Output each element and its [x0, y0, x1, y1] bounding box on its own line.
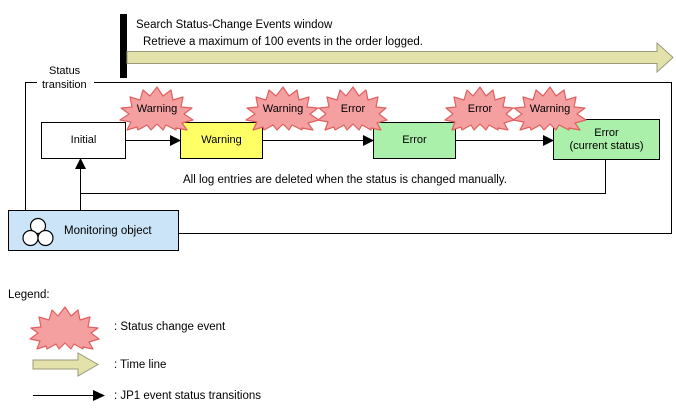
transition-line-1 — [126, 140, 172, 141]
event-label: Error — [468, 103, 493, 115]
legend-line-arrow-icon — [93, 390, 105, 401]
frame-left-edge — [25, 82, 26, 234]
transition-arrowhead-3 — [543, 135, 554, 146]
monitoring-object-vertical-connector — [80, 193, 81, 211]
frame-top-edge-left — [25, 82, 37, 83]
state-box-initial[interactable]: Initial — [41, 122, 126, 159]
transition-line-3 — [456, 140, 546, 141]
transition-line-2 — [263, 140, 365, 141]
event-label: Warning — [530, 103, 571, 115]
monitoring-object-connector — [179, 233, 672, 234]
event-label: Error — [341, 103, 366, 115]
legend-line-arrow-shaft — [33, 395, 96, 396]
frame-top-edge-right — [94, 82, 672, 83]
status-transition-label-line2: transition — [42, 79, 87, 91]
legend-label-jp1-transitions: : JP1 event status transitions — [114, 390, 262, 402]
legend-burst-icon — [29, 306, 100, 350]
frame-right-edge — [671, 82, 672, 234]
status-transition-label-line1: Status — [49, 65, 81, 77]
event-label: Warning — [137, 103, 178, 115]
timeline-arrow-icon — [126, 41, 674, 74]
legend-title: Legend: — [8, 289, 50, 301]
status-change-event-burst[interactable]: Warning — [118, 86, 196, 131]
feedback-line-down — [605, 160, 606, 193]
state-label: Error — [402, 134, 427, 146]
state-label: Initial — [70, 134, 97, 146]
timeline-subtitle: Retrieve a maximum of 100 events in the … — [143, 36, 423, 48]
timeline-start-bar — [120, 14, 127, 78]
feedback-line-horizontal — [80, 193, 606, 194]
legend-label-time-line: : Time line — [114, 359, 167, 371]
state-box-warning[interactable]: Warning — [180, 122, 263, 159]
legend-label-status-change-event: : Status change event — [114, 321, 226, 333]
state-label: Error — [594, 126, 619, 139]
manual-change-note: All log entries are deleted when the sta… — [183, 174, 507, 186]
transition-arrowhead-1 — [170, 135, 181, 146]
status-change-event-burst[interactable]: Error — [316, 86, 390, 131]
state-label: Warning — [201, 134, 242, 146]
state-sublabel: (current status) — [569, 139, 644, 152]
status-change-event-burst[interactable]: Warning — [244, 86, 322, 131]
event-label: Warning — [263, 103, 304, 115]
status-change-event-burst[interactable]: Error — [443, 86, 517, 131]
transition-arrowhead-2 — [363, 135, 374, 146]
feedback-line-up — [80, 168, 81, 194]
monitoring-object-box[interactable]: Monitoring object — [8, 210, 179, 251]
legend-block-arrow-icon — [32, 352, 100, 377]
timeline-title: Search Status-Change Events window — [136, 19, 333, 31]
monitoring-object-label: Monitoring object — [64, 225, 152, 237]
status-change-event-burst[interactable]: Warning — [511, 86, 589, 131]
feedback-arrowhead — [75, 158, 86, 169]
three-circles-icon — [22, 217, 54, 247]
